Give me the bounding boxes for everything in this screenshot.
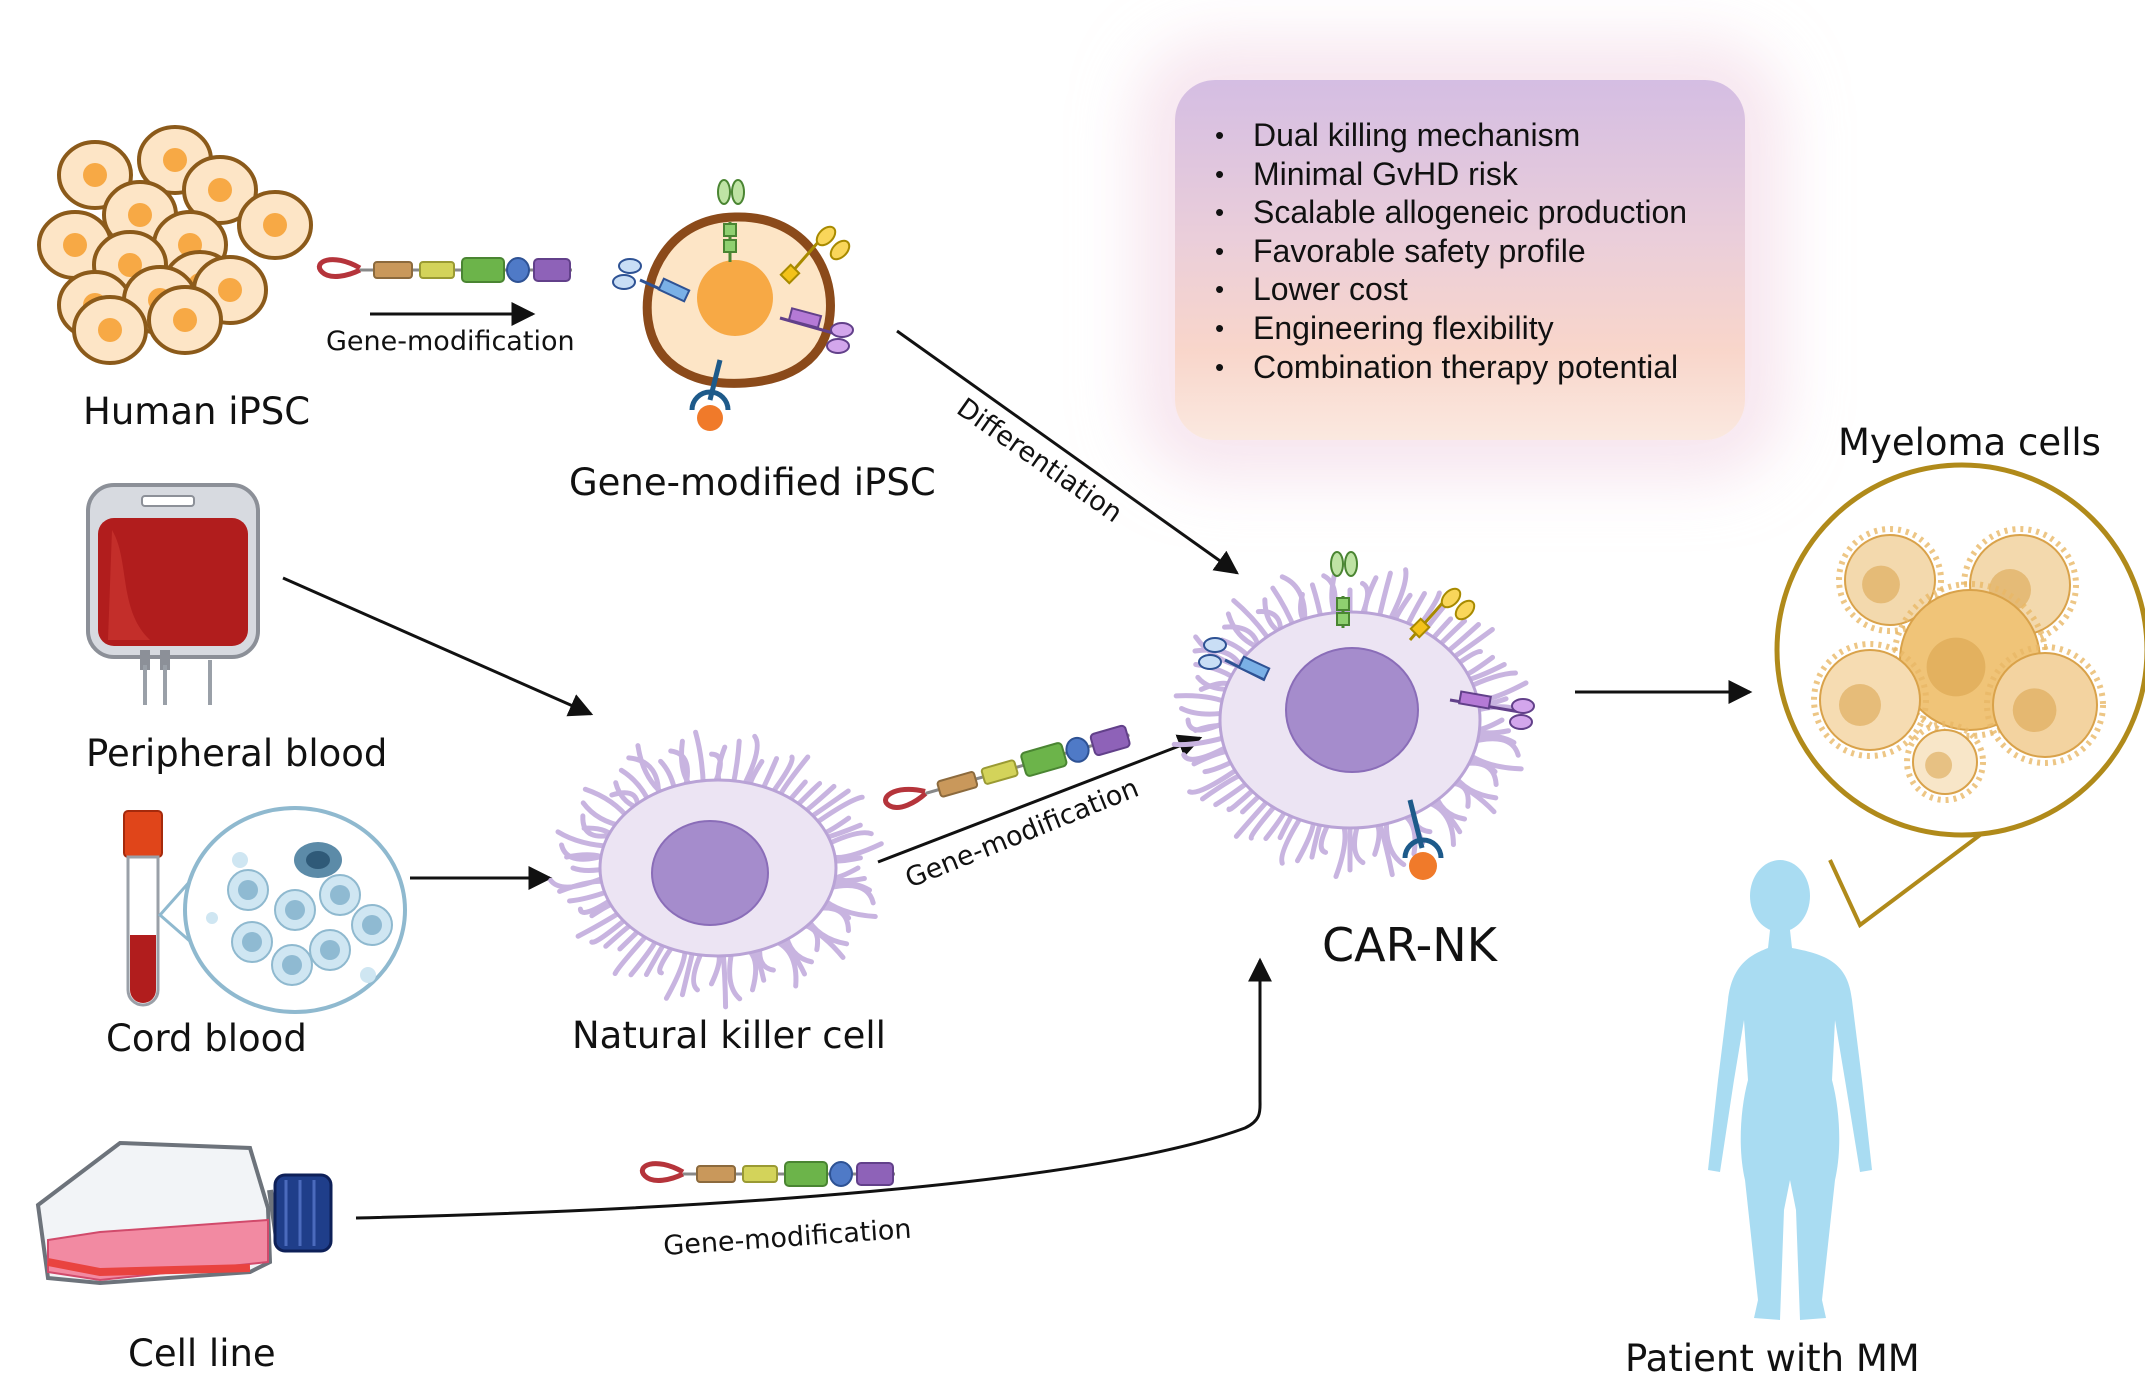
ipsc-cell bbox=[182, 155, 258, 225]
human-ipsc-label: Human iPSC bbox=[83, 390, 310, 433]
car-construct-top bbox=[319, 258, 572, 282]
arrow-differentiation bbox=[896, 329, 1239, 575]
cord-blood-tube-icon bbox=[123, 810, 163, 1007]
myeloma-cell bbox=[1811, 641, 1929, 759]
cell-line-label: Cell line bbox=[128, 1332, 276, 1375]
human-ipsc-cluster bbox=[37, 125, 313, 365]
benefit-item: Minimal GvHD risk bbox=[1215, 155, 1745, 194]
differentiation-label: Differentiation bbox=[951, 392, 1128, 529]
arrow-cell-line-to-carnk bbox=[355, 957, 1272, 1220]
benefits-list: Dual killing mechanism Minimal GvHD risk… bbox=[1175, 80, 1745, 386]
benefit-item: Scalable allogeneic production bbox=[1215, 193, 1745, 232]
natural-killer-cell bbox=[548, 729, 884, 1010]
gene-modified-ipsc-label: Gene-modified iPSC bbox=[569, 461, 936, 504]
arrow-gene-mod-middle bbox=[877, 734, 1203, 864]
myeloma-cell-cluster bbox=[1811, 526, 2106, 803]
ipsc-cell bbox=[237, 190, 313, 260]
gene-modified-ipsc-cell bbox=[612, 179, 854, 431]
benefit-item: Lower cost bbox=[1215, 270, 1745, 309]
patient-silhouette-icon bbox=[1708, 860, 1872, 1320]
car-nk-label: CAR-NK bbox=[1322, 918, 1499, 972]
car-receptor-orange-icon bbox=[1402, 799, 1444, 880]
car-receptor-blue-icon bbox=[1198, 637, 1271, 682]
ipsc-cell bbox=[72, 295, 148, 365]
receptor-blue-icon bbox=[612, 258, 691, 303]
benefit-item: Combination therapy potential bbox=[1215, 348, 1745, 387]
receptor-purple-icon bbox=[779, 307, 854, 354]
ipsc-cell bbox=[147, 285, 223, 355]
car-receptor-green-icon bbox=[1330, 551, 1358, 628]
car-receptor-purple-icon bbox=[1449, 690, 1535, 730]
cell-line-flask-icon bbox=[35, 1140, 333, 1286]
arrow-peripheral-to-nk bbox=[282, 576, 594, 717]
myeloma-callout-pointer bbox=[1828, 818, 2002, 929]
peripheral-blood-label: Peripheral blood bbox=[86, 732, 387, 775]
receptor-orange-icon bbox=[689, 359, 731, 431]
car-receptor-yellow-icon bbox=[1408, 587, 1476, 641]
car-nk-cell bbox=[1171, 551, 1535, 880]
cord-blood-cells-magnifier bbox=[157, 806, 407, 1014]
benefit-item: Engineering flexibility bbox=[1215, 309, 1745, 348]
myeloma-cell bbox=[1984, 644, 2106, 766]
blood-bag-icon bbox=[86, 483, 260, 705]
benefits-panel: Dual killing mechanism Minimal GvHD risk… bbox=[1175, 80, 1745, 440]
myeloma-cell bbox=[1904, 721, 1986, 803]
cord-blood-label: Cord blood bbox=[106, 1017, 307, 1060]
benefit-item: Favorable safety profile bbox=[1215, 232, 1745, 271]
patient-label: Patient with MM bbox=[1625, 1337, 1920, 1380]
receptor-green-icon bbox=[717, 179, 745, 262]
gene-mod-bottom-label: Gene-modification bbox=[662, 1214, 912, 1262]
receptor-yellow-icon bbox=[779, 225, 851, 285]
benefit-item: Dual killing mechanism bbox=[1215, 116, 1745, 155]
myeloma-cell bbox=[1836, 526, 1944, 634]
natural-killer-cell-label: Natural killer cell bbox=[572, 1014, 886, 1057]
car-construct-bottom bbox=[642, 1162, 895, 1186]
myeloma-cells-label: Myeloma cells bbox=[1838, 421, 2101, 464]
gene-mod-top-label: Gene-modification bbox=[326, 326, 575, 357]
